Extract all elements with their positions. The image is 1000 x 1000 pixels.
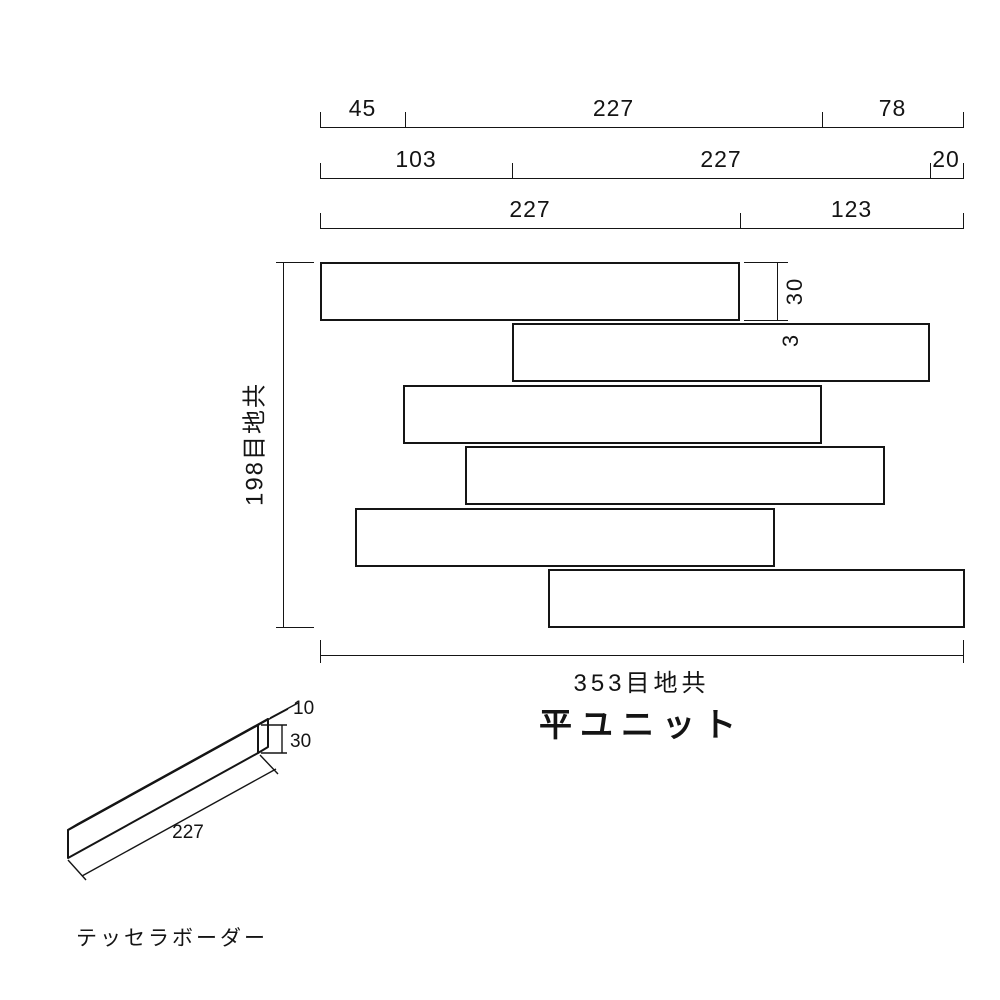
dim-tick	[744, 262, 788, 263]
tile-row-6	[548, 569, 965, 628]
dim-value-227a: 227	[592, 95, 635, 121]
tile3d-length-value: 227	[172, 822, 204, 843]
dim-value-joint: 3	[778, 332, 803, 348]
dim-value-103: 103	[395, 146, 437, 172]
dim-tick	[930, 163, 931, 179]
dim-line-3d-length	[81, 768, 277, 877]
diagram-title: 平ユニット	[539, 706, 744, 743]
dim-tick	[320, 112, 321, 128]
dim-tick	[963, 163, 964, 179]
tile-row-2	[512, 323, 930, 382]
dim-tick	[405, 112, 406, 128]
dim-line-row2	[320, 178, 963, 179]
dim-tick	[822, 112, 823, 128]
tile3d-top-face	[67, 718, 269, 831]
dim-tick	[276, 262, 314, 263]
dim-line-row1	[320, 127, 963, 128]
dim-line-width	[320, 655, 963, 656]
dim-line-tile-height	[777, 262, 778, 320]
dim-value-227b: 227	[700, 146, 742, 172]
dim-ext-line	[67, 859, 87, 881]
dim-value-total-height: 198目地共	[241, 381, 269, 507]
dim-tick	[276, 627, 314, 628]
dim-line-height	[283, 262, 284, 628]
dim-tick	[740, 213, 741, 229]
dim-line-row3	[320, 228, 963, 229]
tile-row-4	[465, 446, 885, 505]
product-name-label: テッセラボーダー	[76, 927, 268, 950]
dim-ext-line	[269, 702, 299, 719]
tile-row-1	[320, 262, 740, 321]
dim-tick	[963, 112, 964, 128]
dim-value-20: 20	[932, 146, 960, 172]
dim-tick	[512, 163, 513, 179]
dim-ext-line	[259, 754, 279, 775]
tile3d-thickness-value: 10	[293, 698, 314, 719]
tile3d-end-face	[257, 718, 269, 754]
dim-value-total-width: 353目地共	[573, 670, 710, 697]
tile3d-front-face	[67, 724, 259, 859]
tile3d-height-value: 30	[290, 731, 311, 752]
dim-tick	[744, 320, 788, 321]
dim-tick	[963, 213, 964, 229]
dim-value-123: 123	[830, 196, 873, 222]
dim-tick	[320, 213, 321, 229]
dim-value-78: 78	[878, 95, 907, 121]
tile-row-5	[355, 508, 775, 567]
dim-tick	[320, 640, 321, 663]
dim-tick	[320, 163, 321, 179]
tile-row-3	[403, 385, 822, 444]
tile3d-drawing: 10 30 227	[67, 698, 314, 881]
dim-value-tile-height: 30	[782, 276, 807, 306]
dim-tick	[963, 640, 964, 663]
dim-value-45: 45	[348, 95, 377, 121]
dim-value-227c: 227	[509, 196, 551, 222]
